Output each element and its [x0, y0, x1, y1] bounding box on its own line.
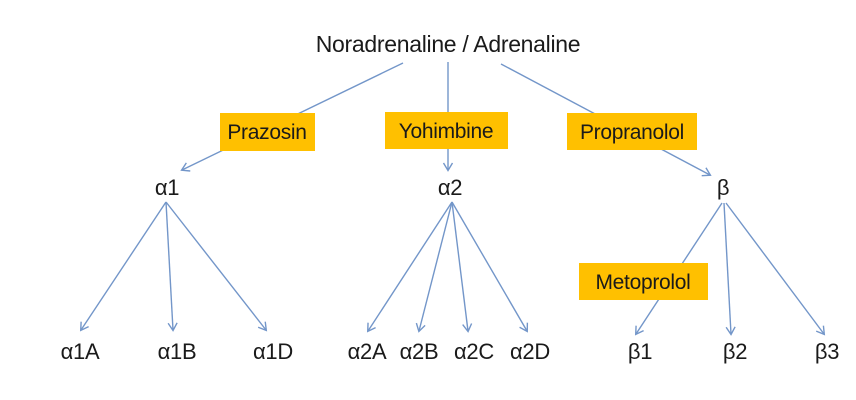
subtype-beta3: β3 — [815, 339, 839, 364]
arrow-alpha1-to-alpha1D — [165, 201, 268, 332]
receptor-beta: β — [717, 175, 729, 200]
propranolol-box — [567, 113, 697, 150]
yohimbine-label: Yohimbine — [399, 120, 494, 143]
prazosin-box — [220, 113, 315, 151]
arrow-alpha2-to-alpha2A — [366, 201, 453, 333]
receptor-alpha2: α2 — [438, 175, 462, 200]
arrow-alpha2-to-alpha2C — [451, 201, 473, 333]
subtype-alpha1A: α1A — [61, 339, 100, 364]
node-labels-group: Noradrenaline / Adrenaline α1 α2 β α1A α… — [61, 31, 840, 364]
subtype-alpha2D: α2D — [510, 339, 550, 364]
arrow-alpha2-to-alpha2B — [415, 201, 453, 333]
arrow-alpha1-to-alpha1A — [79, 201, 167, 332]
arrow-beta-to-beta2 — [723, 202, 736, 336]
subtype-alpha1D: α1D — [253, 339, 293, 364]
subtype-beta1: β1 — [628, 339, 652, 364]
subtype-alpha2C: α2C — [454, 339, 494, 364]
metoprolol-label: Metoprolol — [595, 271, 690, 294]
subtype-alpha2A: α2A — [348, 339, 387, 364]
arrow-alpha2-to-alpha2D — [451, 201, 529, 333]
arrow-alpha1-to-alpha1B — [165, 201, 178, 332]
subtype-alpha1B: α1B — [158, 339, 197, 364]
arrows-group — [79, 62, 826, 336]
yohimbine-box — [385, 112, 508, 149]
metoprolol-box — [579, 263, 708, 300]
diagram-title: Noradrenaline / Adrenaline — [316, 31, 581, 57]
blocker-boxes-group: Prazosin Yohimbine Propranolol Metoprolo… — [220, 112, 708, 300]
propranolol-label: Propranolol — [580, 121, 684, 144]
receptor-alpha1: α1 — [155, 175, 179, 200]
subtype-beta2: β2 — [723, 339, 747, 364]
subtype-alpha2B: α2B — [400, 339, 439, 364]
prazosin-label: Prazosin — [227, 121, 306, 144]
arrow-beta-to-beta3 — [725, 202, 826, 336]
